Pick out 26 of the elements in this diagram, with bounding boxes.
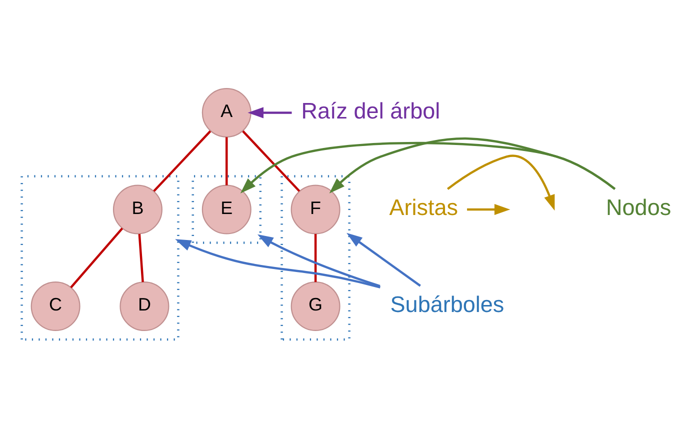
node-circle: A: [202, 88, 252, 138]
arrow: [329, 137, 616, 194]
cluster: [192, 175, 262, 244]
connector: [314, 234, 317, 282]
arrow: [257, 234, 380, 288]
arrow: [175, 239, 380, 288]
arrow: [248, 107, 292, 118]
arrow: [446, 154, 555, 211]
node-text: Raíz del árbol: [301, 98, 440, 124]
node-circle: B: [112, 184, 162, 234]
connector: [138, 234, 144, 282]
connector: [70, 228, 124, 288]
node-text: Nodos: [606, 195, 672, 220]
cluster: [280, 175, 350, 341]
node-text: Aristas: [389, 195, 458, 220]
arrow: [346, 232, 421, 287]
node-circle: G: [290, 282, 340, 332]
node-circle: D: [120, 282, 170, 332]
node-circle: C: [30, 282, 80, 332]
connector: [153, 130, 212, 192]
node-circle: F: [290, 184, 340, 234]
node-text: Subárboles: [390, 292, 504, 317]
arrow: [467, 204, 510, 216]
connector: [226, 137, 228, 186]
node-circle: E: [202, 184, 252, 234]
cluster: [20, 175, 180, 341]
